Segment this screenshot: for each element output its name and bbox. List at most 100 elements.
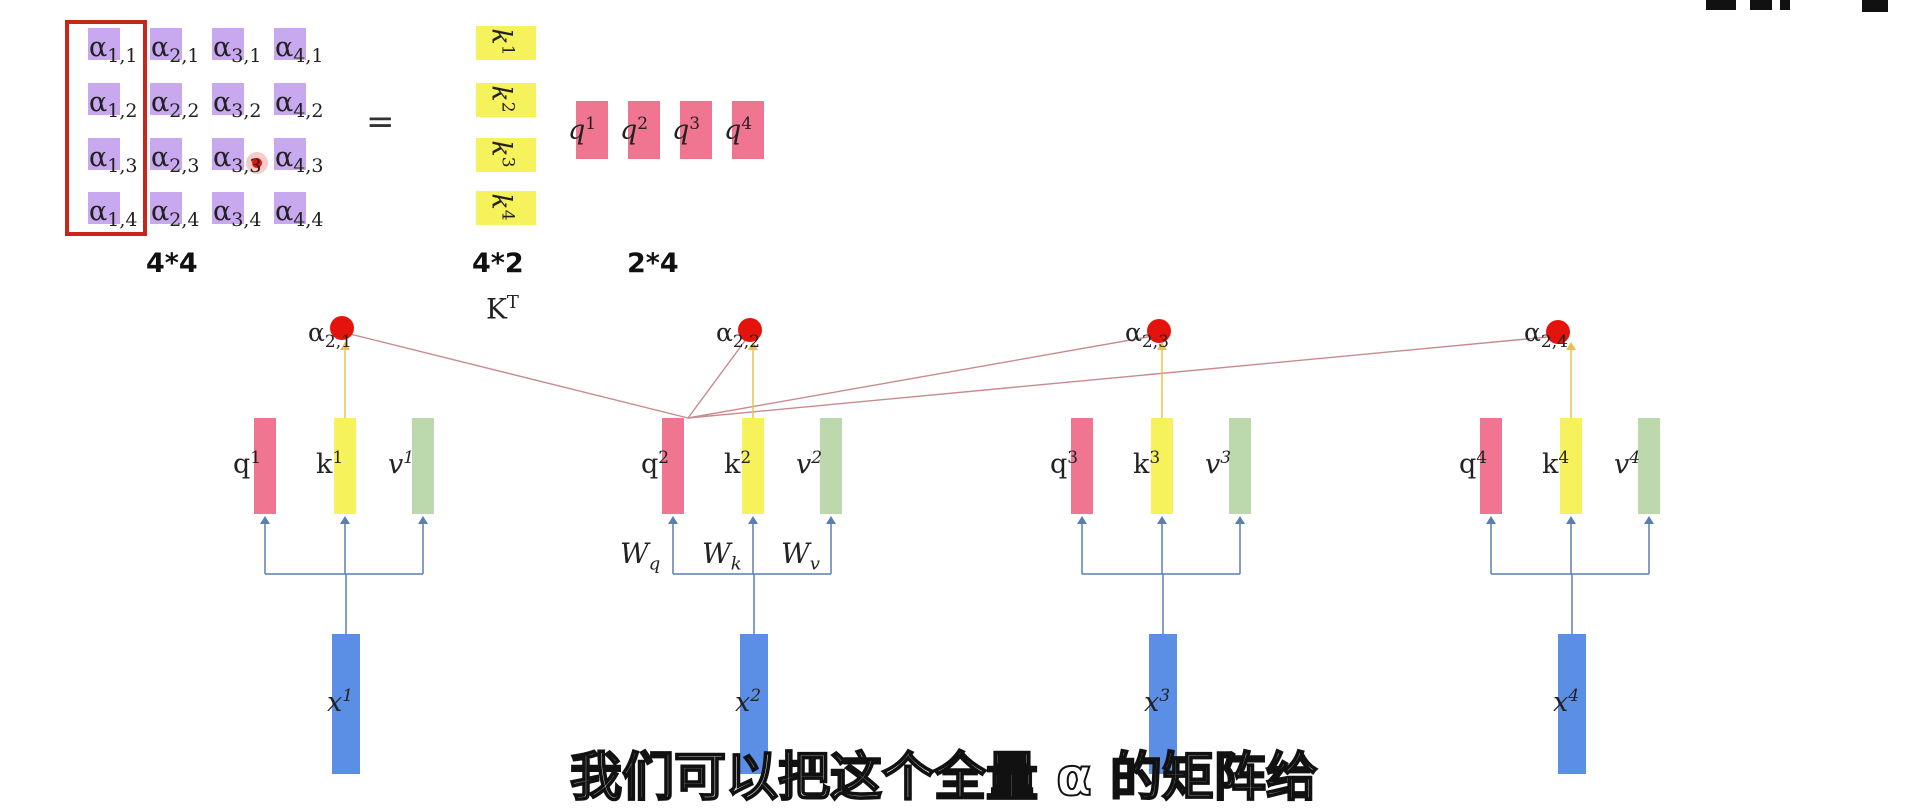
alpha-cell-label-symbol: α: [275, 87, 294, 118]
weight-label: Wq: [620, 540, 660, 574]
alpha-cell-bg: [274, 138, 306, 170]
alpha-cell-bg: [212, 28, 244, 60]
query-cell-bg: [628, 101, 660, 159]
query-label-symbol: q: [1459, 449, 1477, 480]
q-input-arrow-head: [1077, 516, 1087, 524]
input-label-index: 1: [342, 686, 354, 706]
alpha-cell-label: α4,2: [275, 89, 323, 121]
key-label-index: 4: [1558, 448, 1570, 468]
alpha-cell-label: α4,3: [275, 144, 323, 176]
query-cell-label: q3: [672, 114, 701, 145]
attention-connector: [687, 334, 1160, 419]
score-arrow-head: [1157, 342, 1167, 350]
value-label-index: 2: [811, 448, 823, 468]
key-label: k2: [724, 450, 751, 479]
alpha-label-index: 2,2: [732, 332, 760, 352]
key-label-symbol: k: [316, 449, 333, 480]
alpha-cell-label-index: 2,1: [169, 45, 200, 67]
weight-label-symbol: W: [781, 537, 810, 570]
attention-dims: 4*4: [146, 248, 198, 279]
alpha-cell-label-index: 2,2: [169, 100, 200, 122]
transpose-label-symbol: K: [486, 292, 507, 326]
input-label-symbol: x: [1144, 687, 1160, 718]
alpha-cell-bg: [150, 138, 182, 170]
value-label: v3: [1205, 448, 1232, 479]
alpha-label-symbol: α: [716, 318, 733, 347]
input-vector: [1558, 634, 1586, 774]
attention-connector: [687, 335, 1559, 419]
key-vector: [742, 418, 764, 514]
alpha-cell-label-symbol: α: [213, 87, 232, 118]
alpha-dot: [738, 318, 762, 342]
alpha-label-index: 2,4: [1540, 332, 1568, 352]
input-vector: [1149, 634, 1177, 774]
video-subtitle: 我们可以把这个全量 α 的矩阵给: [569, 748, 1319, 808]
alpha-cell-label-index: 2,3: [169, 155, 200, 177]
k-input-arrow-head: [1157, 516, 1167, 524]
v-input-arrow-head: [826, 516, 836, 524]
alpha-cell-label: α3,1: [213, 34, 261, 66]
query-cell-bg: [576, 101, 608, 159]
query-cell-label: q1: [568, 115, 596, 146]
value-label: v2: [796, 448, 823, 480]
weight-label-index: q: [648, 553, 661, 575]
input-label-symbol: x: [735, 687, 751, 718]
score-arrow-head: [1566, 342, 1576, 350]
alpha-cell-label-symbol: α: [275, 142, 294, 173]
alpha-cell-label-symbol: α: [213, 32, 232, 63]
alpha-cell-label-index: 3,1: [231, 45, 262, 67]
v-input-arrow-head: [1644, 516, 1654, 524]
alpha-cell-bg: [274, 192, 306, 224]
query-vector: [254, 418, 276, 514]
weight-label: Wv: [781, 540, 820, 574]
attention-connector: [687, 333, 751, 419]
value-vector: [1229, 418, 1251, 514]
key-cell-label: k4: [486, 193, 518, 221]
alpha-label: α2,3: [1125, 320, 1169, 351]
alpha-cell-label-symbol: α: [213, 196, 232, 227]
alpha-cell-bg: [212, 192, 244, 224]
alpha-cell-label: α4,1: [275, 34, 323, 66]
input-label-index: 2: [750, 686, 762, 706]
input-label-index: 4: [1568, 686, 1580, 706]
alpha-dot: [1546, 320, 1570, 344]
transpose-label-index: T: [506, 292, 519, 313]
alpha-cell-bg: [274, 83, 306, 115]
query-cell-label-symbol: q: [620, 115, 638, 146]
key-cell-label-symbol: k: [485, 85, 517, 102]
query-label-index: 3: [1067, 448, 1079, 468]
key-vector: [1151, 418, 1173, 514]
alpha-cell-label: α1,1: [89, 34, 137, 66]
input-label-symbol: x: [1553, 687, 1569, 718]
alpha-cell-label-symbol: α: [275, 196, 294, 227]
corner-glyph: [1706, 0, 1736, 10]
value-label-index: 3: [1220, 448, 1232, 468]
key-vector: [334, 418, 356, 514]
alpha-cell-bg: [274, 28, 306, 60]
alpha-cell-label: α2,3: [151, 144, 199, 176]
query-cell-label-index: 3: [689, 114, 701, 134]
alpha-label: α2,2: [716, 320, 760, 351]
query-cell-label-symbol: q: [568, 115, 586, 146]
alpha-cell-label-index: 4,4: [293, 209, 324, 231]
key-cell-label-index: 4: [497, 209, 518, 221]
query-vector: [1071, 418, 1093, 514]
selected-column-box: [65, 20, 147, 236]
query-vector: [662, 418, 684, 514]
query-label-symbol: q: [641, 449, 659, 480]
score-arrow-head: [748, 342, 758, 350]
alpha-cell-label-index: 4,2: [293, 100, 324, 122]
query-cell-bg: [680, 101, 712, 159]
alpha-cell-label: α2,2: [151, 89, 199, 121]
value-label-index: 1: [403, 448, 415, 468]
alpha-label-symbol: α: [308, 318, 325, 347]
input-vector: [332, 634, 360, 774]
query-label-symbol: q: [233, 449, 251, 480]
query-cell-label-symbol: q: [724, 115, 742, 146]
alpha-cell-label-symbol: α: [89, 32, 108, 63]
query-label-index: 2: [658, 448, 670, 468]
corner-glyph: [1750, 0, 1772, 10]
alpha-dot: [1147, 319, 1171, 343]
value-label-symbol: v: [796, 449, 812, 480]
alpha-cell-label-symbol: α: [89, 87, 108, 118]
